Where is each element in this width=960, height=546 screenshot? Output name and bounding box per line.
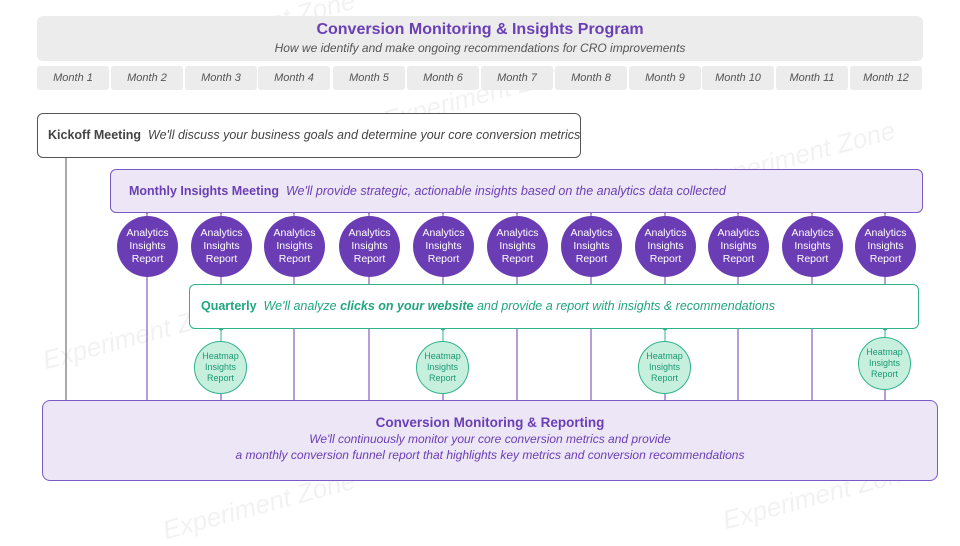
program-header: Conversion Monitoring & Insights Program…	[37, 16, 923, 61]
kickoff-description: We'll discuss your business goals and de…	[148, 128, 581, 142]
report-label-line: Report	[796, 253, 829, 265]
report-label-line: Insights	[867, 240, 904, 252]
report-label-line: Report	[206, 373, 234, 383]
report-label-line: Insights	[648, 362, 681, 372]
month-label: Month 11	[776, 66, 848, 90]
report-label-line: Report	[649, 253, 682, 265]
report-label-line: Insights	[129, 240, 166, 252]
page-title: Conversion Monitoring & Insights Program	[316, 21, 644, 38]
report-label-line: Insights	[426, 362, 459, 372]
report-label-line: Report	[869, 253, 902, 265]
report-label-line: Report	[870, 369, 898, 379]
quarterly-description-emphasis: clicks on your website	[340, 299, 474, 313]
report-label-line: Insights	[868, 358, 901, 368]
report-label-line: Analytics	[864, 227, 907, 239]
kickoff-meeting-box: Kickoff Meeting We'll discuss your busin…	[37, 113, 581, 158]
monitoring-reporting-box: Conversion Monitoring & Reporting We'll …	[42, 400, 938, 481]
report-label-line: Insights	[276, 240, 313, 252]
report-label-line: Heatmap	[646, 351, 683, 361]
report-label-line: Report	[501, 253, 534, 265]
report-label-line: Insights	[720, 240, 757, 252]
report-label-line: Heatmap	[424, 351, 461, 361]
month-label: Month 12	[850, 66, 922, 90]
report-label-line: Analytics	[348, 227, 391, 239]
report-label-line: Report	[205, 253, 238, 265]
quarterly-title: Quarterly	[201, 299, 257, 313]
quarterly-box: Quarterly We'll analyze clicks on your w…	[189, 284, 919, 329]
report-label-line: Report	[427, 253, 460, 265]
monthly-description: We'll provide strategic, actionable insi…	[285, 184, 726, 198]
report-label-line: Analytics	[273, 227, 316, 239]
report-label-line: Report	[278, 253, 311, 265]
report-label-line: Analytics	[200, 227, 243, 239]
report-label-line: Insights	[204, 362, 237, 372]
reporting-title: Conversion Monitoring & Reporting	[375, 415, 605, 430]
report-label-line: Report	[353, 253, 386, 265]
report-label-line: Analytics	[422, 227, 465, 239]
month-label: Month 8	[555, 66, 627, 90]
month-label: Month 6	[407, 66, 479, 90]
month-label: Month 3	[185, 66, 257, 90]
report-label-line: Analytics	[570, 227, 613, 239]
page-subtitle: How we identify and make ongoing recomme…	[274, 41, 686, 55]
reporting-line-1: We'll continuously monitor your core con…	[309, 432, 671, 446]
report-label-line: Insights	[647, 240, 684, 252]
report-label-line: Analytics	[791, 227, 834, 239]
quarterly-description-after: and provide a report with insights & rec…	[476, 299, 776, 313]
report-label-line: Insights	[351, 240, 388, 252]
report-label-line: Report	[575, 253, 608, 265]
report-label-line: Analytics	[496, 227, 539, 239]
month-label: Month 7	[481, 66, 553, 90]
month-label: Month 10	[702, 66, 774, 90]
month-label: Month 9	[629, 66, 701, 90]
report-label-line: Analytics	[644, 227, 687, 239]
report-label-line: Heatmap	[202, 351, 239, 361]
quarterly-description-before: We'll analyze	[263, 299, 337, 313]
report-label-line: Report	[131, 253, 164, 265]
kickoff-title: Kickoff Meeting	[48, 128, 142, 142]
month-label: Month 4	[258, 66, 330, 90]
report-label-line: Report	[722, 253, 755, 265]
report-label-line: Insights	[425, 240, 462, 252]
report-label-line: Insights	[203, 240, 240, 252]
report-label-line: Report	[650, 373, 678, 383]
reporting-line-2: a monthly conversion funnel report that …	[235, 448, 745, 462]
report-label-line: Insights	[499, 240, 536, 252]
month-label: Month 5	[333, 66, 405, 90]
report-label-line: Insights	[573, 240, 610, 252]
report-label-line: Report	[428, 373, 456, 383]
report-label-line: Heatmap	[866, 347, 903, 357]
month-label: Month 1	[37, 66, 109, 90]
report-label-line: Insights	[794, 240, 831, 252]
report-label-line: Analytics	[717, 227, 760, 239]
report-label-line: Analytics	[126, 227, 169, 239]
monthly-insights-box: Monthly Insights Meeting We'll provide s…	[110, 169, 923, 213]
monthly-title: Monthly Insights Meeting	[129, 184, 279, 198]
month-label: Month 2	[111, 66, 183, 90]
